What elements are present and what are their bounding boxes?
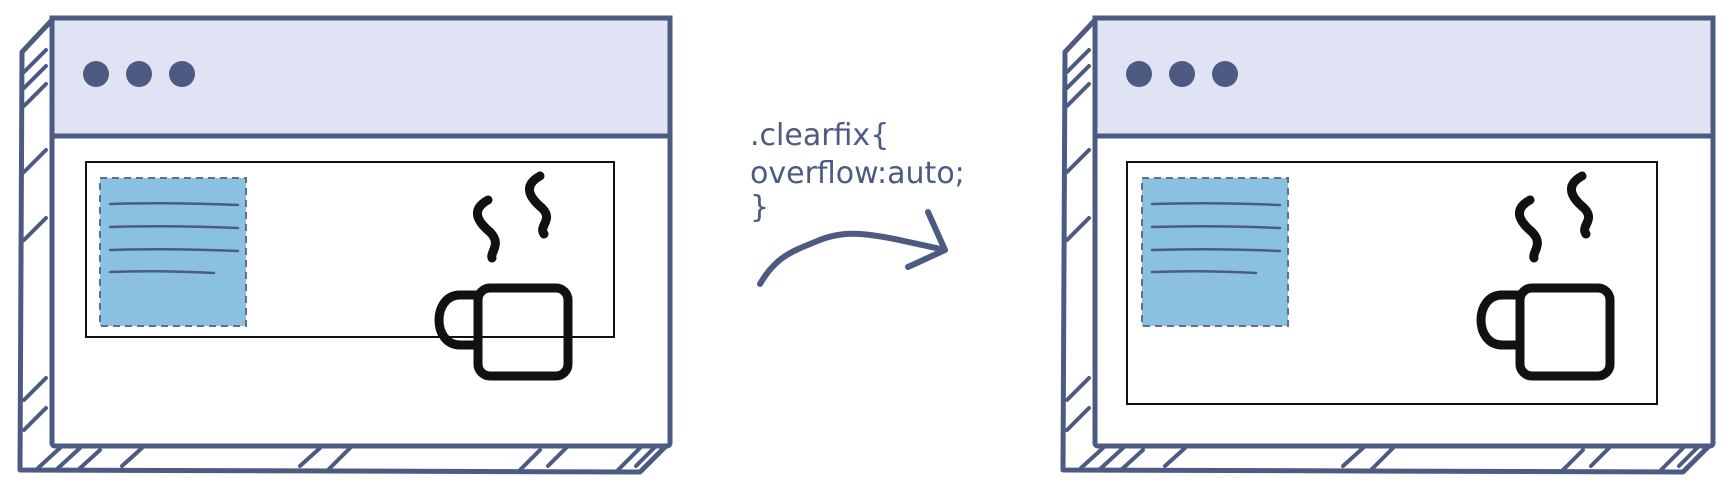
code-snippet: .clearfix{ overflow:auto; } bbox=[750, 118, 965, 225]
window-titlebar bbox=[49, 15, 673, 139]
transform-arrow bbox=[757, 209, 948, 287]
window-titlebar bbox=[1092, 15, 1716, 139]
window-dot bbox=[126, 61, 152, 87]
side-hatching bbox=[22, 48, 658, 472]
coffee-mug-icon bbox=[434, 171, 573, 381]
window-dot bbox=[1126, 61, 1152, 87]
window-side-face bbox=[17, 17, 673, 475]
coffee-mug-icon bbox=[1476, 171, 1615, 381]
window-dot bbox=[169, 61, 195, 87]
code-line: .clearfix{ bbox=[750, 118, 889, 153]
window-side-face bbox=[1060, 17, 1716, 475]
window-dot bbox=[1212, 61, 1238, 87]
floated-text-block bbox=[99, 177, 247, 327]
browser-window-after bbox=[1060, 15, 1716, 475]
text-lines bbox=[108, 201, 240, 275]
window-dot bbox=[1169, 61, 1195, 87]
code-line: } bbox=[750, 190, 769, 225]
side-hatching bbox=[1065, 48, 1701, 472]
floated-text-block bbox=[1141, 177, 1289, 327]
parent-container-expanded bbox=[1126, 161, 1658, 405]
parent-container-collapsed bbox=[85, 161, 615, 338]
text-lines bbox=[1150, 201, 1282, 275]
window-dot bbox=[83, 61, 109, 87]
code-line: overflow:auto; bbox=[750, 156, 965, 191]
browser-window-before bbox=[17, 15, 673, 475]
